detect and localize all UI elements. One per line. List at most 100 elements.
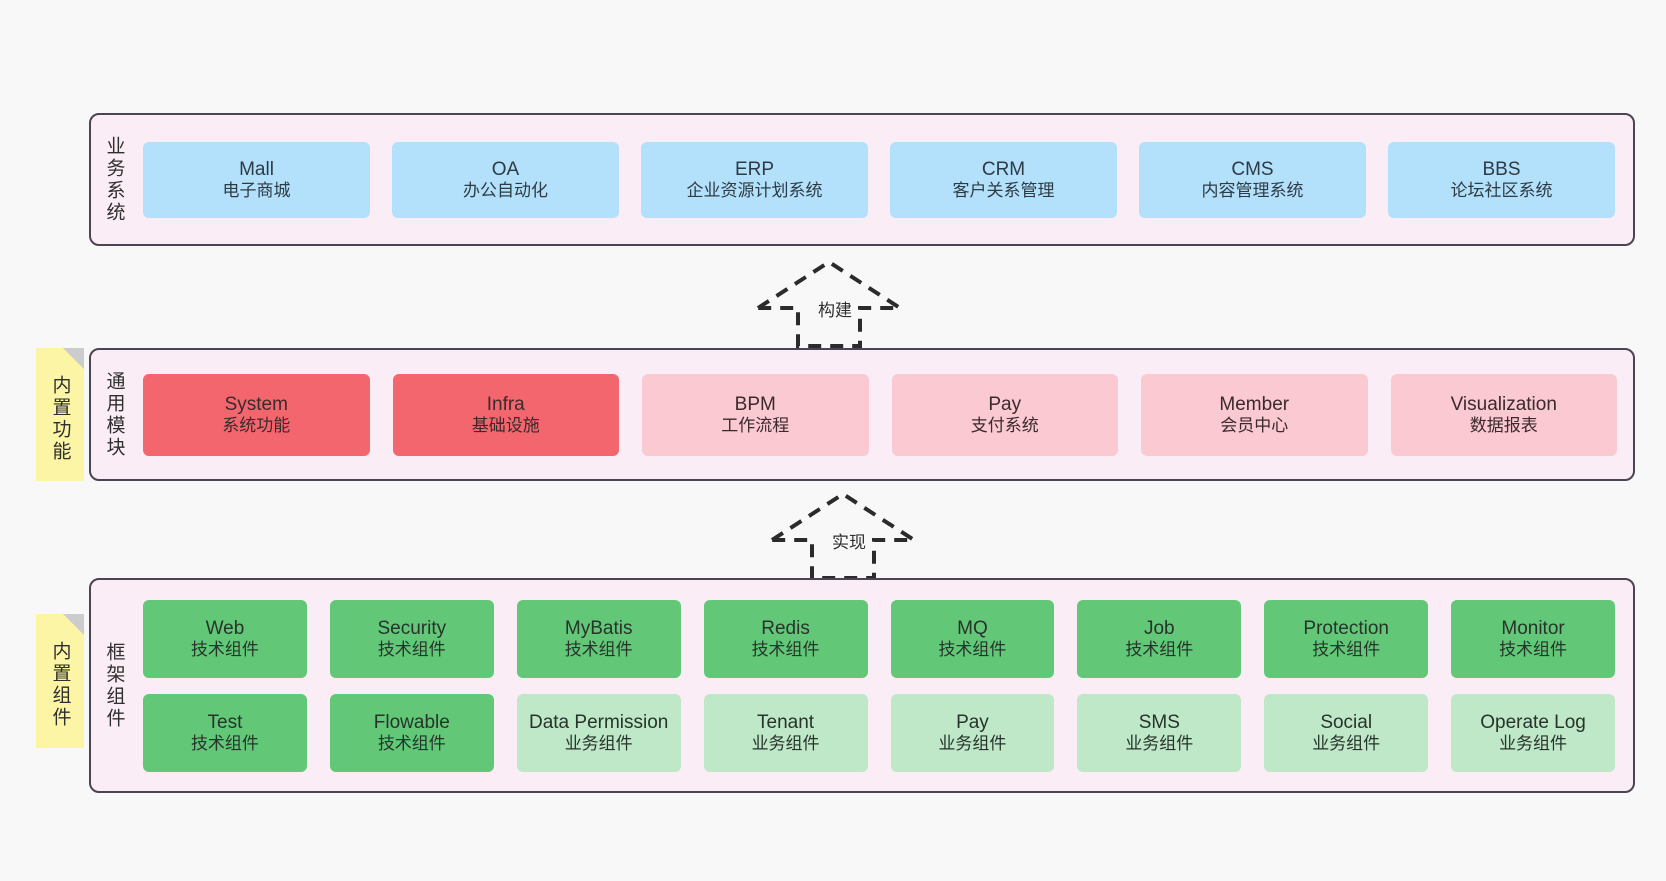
card-title: CRM (981, 158, 1026, 180)
card-subtitle: 数据报表 (1469, 415, 1538, 435)
card-title: BPM (734, 393, 776, 415)
card-data-permission[interactable]: Data Permission 业务组件 (516, 693, 681, 772)
card-subtitle: 技术组件 (190, 733, 259, 753)
layer-framework-body: Web 技术组件 Security 技术组件 MyBatis 技术组件 Redi… (137, 580, 1633, 791)
card-monitor[interactable]: Monitor 技术组件 (1451, 599, 1615, 678)
card-test[interactable]: Test 技术组件 (143, 693, 307, 772)
layer-business-body: Mall 电子商城 OA 办公自动化 ERP 企业资源计划系统 CRM 客户关系… (137, 115, 1633, 244)
card-subtitle: 技术组件 (190, 639, 259, 659)
framework-tech-row: Web 技术组件 Security 技术组件 MyBatis 技术组件 Redi… (143, 599, 1615, 678)
card-subtitle: 技术组件 (938, 639, 1007, 659)
card-pay-business[interactable]: Pay 业务组件 (890, 693, 1055, 772)
card-operate-log[interactable]: Operate Log 业务组件 (1451, 693, 1615, 772)
sticky-note-builtin-functions: 内置功能 (36, 348, 84, 481)
card-subtitle: 工作流程 (721, 415, 790, 435)
card-title: OA (491, 158, 520, 180)
card-erp[interactable]: ERP 企业资源计划系统 (641, 141, 868, 218)
folded-corner-icon (63, 348, 84, 369)
card-subtitle: 支付系统 (970, 415, 1039, 435)
card-title: BBS (1482, 158, 1521, 180)
card-subtitle: 业务组件 (1312, 733, 1381, 753)
card-bbs[interactable]: BBS 论坛社区系统 (1388, 141, 1615, 218)
card-mq[interactable]: MQ 技术组件 (890, 599, 1055, 678)
card-cms[interactable]: CMS 内容管理系统 (1139, 141, 1366, 218)
layer-modules-label: 通用模块 (103, 370, 125, 459)
business-card-row: Mall 电子商城 OA 办公自动化 ERP 企业资源计划系统 CRM 客户关系… (143, 141, 1615, 218)
card-bpm[interactable]: BPM 工作流程 (642, 373, 869, 456)
card-title: Data Permission (528, 711, 669, 733)
card-subtitle: 办公自动化 (463, 180, 548, 200)
layer-business-systems: 业务系统 Mall 电子商城 OA 办公自动化 ERP 企业资源计划系统 CRM… (89, 113, 1635, 246)
card-protection[interactable]: Protection 技术组件 (1264, 599, 1429, 678)
card-mall[interactable]: Mall 电子商城 (143, 141, 370, 218)
card-title: Redis (761, 617, 810, 639)
card-subtitle: 内容管理系统 (1201, 180, 1304, 200)
card-title: Infra (486, 393, 525, 415)
card-infra[interactable]: Infra 基础设施 (392, 373, 619, 456)
card-web[interactable]: Web 技术组件 (143, 599, 307, 678)
card-subtitle: 技术组件 (751, 639, 820, 659)
card-subtitle: 业务组件 (751, 733, 820, 753)
card-oa[interactable]: OA 办公自动化 (392, 141, 619, 218)
card-subtitle: 论坛社区系统 (1450, 180, 1553, 200)
modules-card-row: System 系统功能 Infra 基础设施 BPM 工作流程 Pay 支付系统… (143, 373, 1617, 456)
card-subtitle: 技术组件 (377, 639, 446, 659)
layer-framework-label: 框架组件 (103, 641, 125, 730)
card-subtitle: 业务组件 (564, 733, 633, 753)
card-mybatis[interactable]: MyBatis 技术组件 (516, 599, 681, 678)
card-title: Job (1143, 617, 1175, 639)
card-title: Member (1219, 393, 1290, 415)
card-title: ERP (734, 158, 775, 180)
card-title: Flowable (373, 711, 450, 733)
card-subtitle: 技术组件 (1312, 639, 1381, 659)
card-subtitle: 系统功能 (222, 415, 291, 435)
card-title: MQ (957, 617, 988, 639)
card-sms[interactable]: SMS 业务组件 (1077, 693, 1242, 772)
folded-corner-icon (63, 614, 84, 635)
card-member[interactable]: Member 会员中心 (1141, 373, 1368, 456)
card-redis[interactable]: Redis 技术组件 (703, 599, 868, 678)
card-title: Operate Log (1480, 711, 1586, 733)
card-title: Security (377, 617, 447, 639)
card-subtitle: 客户关系管理 (952, 180, 1055, 200)
arrow-implement-label: 实现 (830, 528, 868, 553)
card-security[interactable]: Security 技术组件 (329, 599, 494, 678)
arrow-implement: 实现 (765, 491, 921, 580)
card-tenant[interactable]: Tenant 业务组件 (703, 693, 868, 772)
sticky-note-label: 内置功能 (49, 374, 71, 463)
card-subtitle: 业务组件 (938, 733, 1007, 753)
card-subtitle: 会员中心 (1220, 415, 1289, 435)
card-title: Test (207, 711, 243, 733)
layer-modules-body: System 系统功能 Infra 基础设施 BPM 工作流程 Pay 支付系统… (137, 350, 1633, 479)
card-subtitle: 基础设施 (471, 415, 540, 435)
layer-common-modules: 通用模块 System 系统功能 Infra 基础设施 BPM 工作流程 Pay… (89, 348, 1635, 481)
card-subtitle: 业务组件 (1499, 733, 1568, 753)
card-pay[interactable]: Pay 支付系统 (891, 373, 1118, 456)
card-title: Mall (239, 158, 274, 180)
card-subtitle: 技术组件 (1499, 639, 1568, 659)
arrow-build: 构建 (751, 259, 907, 348)
card-title: Social (1320, 711, 1373, 733)
card-crm[interactable]: CRM 客户关系管理 (890, 141, 1117, 218)
card-title: Protection (1303, 617, 1389, 639)
card-subtitle: 业务组件 (1125, 733, 1194, 753)
card-subtitle: 技术组件 (1125, 639, 1194, 659)
card-title: Visualization (1450, 393, 1557, 415)
card-title: Pay (956, 711, 989, 733)
card-title: System (224, 393, 288, 415)
card-system[interactable]: System 系统功能 (143, 373, 370, 456)
card-title: CMS (1231, 158, 1274, 180)
card-subtitle: 技术组件 (377, 733, 446, 753)
card-title: Tenant (757, 711, 815, 733)
card-title: MyBatis (564, 617, 633, 639)
card-job[interactable]: Job 技术组件 (1077, 599, 1242, 678)
card-flowable[interactable]: Flowable 技术组件 (329, 693, 494, 772)
arrow-build-label: 构建 (816, 296, 854, 321)
card-visualization[interactable]: Visualization 数据报表 (1390, 373, 1617, 456)
card-subtitle: 企业资源计划系统 (686, 180, 823, 200)
card-title: SMS (1138, 711, 1180, 733)
card-social[interactable]: Social 业务组件 (1264, 693, 1429, 772)
card-title: Monitor (1501, 617, 1565, 639)
sticky-note-builtin-components: 内置组件 (36, 614, 84, 748)
